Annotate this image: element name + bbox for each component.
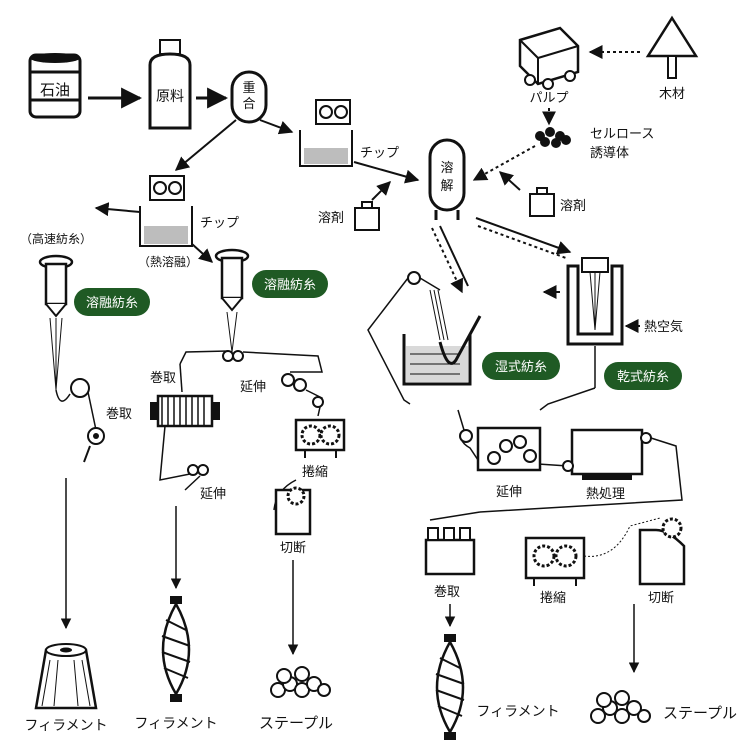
chip-to-dissolver-arrow bbox=[353, 161, 420, 184]
polymerization-label-char1: 重 bbox=[242, 80, 255, 96]
chip-left-label: チップ bbox=[200, 216, 239, 231]
dissolve-to-wet-arrow-1 bbox=[431, 227, 463, 294]
filament-3-label: フィラメント bbox=[476, 704, 559, 720]
spindle-yarn-icon bbox=[161, 596, 191, 702]
high-speed-spinning-label: （高速紡糸） bbox=[20, 231, 92, 246]
melt-spinning-pill-1 bbox=[74, 288, 150, 316]
tree-icon bbox=[645, 15, 699, 79]
heat-treatment-label: 熱処理 bbox=[586, 487, 625, 502]
solvent-1-label: 溶剤 bbox=[318, 210, 344, 226]
heat-treatment-unit-icon bbox=[479, 428, 683, 513]
dry-spinning-cell-icon bbox=[566, 257, 624, 388]
solvent-2-arrow bbox=[498, 171, 521, 191]
godet-rollers bbox=[55, 378, 97, 431]
post-line-thread bbox=[457, 409, 569, 467]
dry-spinning-label: 乾式紡糸 bbox=[617, 370, 669, 385]
take-up-drum-icon bbox=[150, 394, 220, 428]
wet-spinning-pill bbox=[482, 352, 560, 380]
winding-3-label: 巻取 bbox=[434, 585, 460, 600]
melt-spinning-label-1: 溶融紡糸 bbox=[86, 296, 138, 311]
cellulose-label-line2: 誘導体 bbox=[590, 146, 629, 161]
spinneret-icon bbox=[38, 254, 74, 391]
cone-yarn-icon bbox=[34, 643, 98, 710]
staple-1-label: ステープル bbox=[259, 714, 333, 732]
winding-1-label: 巻取 bbox=[106, 407, 132, 422]
cellulose-pile-icon bbox=[535, 127, 571, 148]
cellulose-label-line1: セルロース bbox=[590, 127, 654, 142]
chip-hopper-left-icon bbox=[139, 175, 193, 247]
crimping-1-label: 捲縮 bbox=[302, 464, 328, 480]
chip-to-highspeed-arrow bbox=[94, 202, 141, 217]
polymer-to-chip-left-arrow bbox=[174, 119, 237, 171]
drawing-3-label: 延伸 bbox=[496, 485, 522, 500]
dissolve-to-dry-arrow-1 bbox=[475, 217, 572, 255]
staple-fiber-icon-2 bbox=[590, 690, 651, 724]
solvent-2-label: 溶剤 bbox=[560, 198, 586, 214]
drawing-unit-icon bbox=[476, 426, 542, 472]
drawing-2-label: 延伸 bbox=[200, 487, 226, 502]
solvent-weight-icon bbox=[354, 201, 380, 231]
oil-label: 石油 bbox=[40, 81, 70, 99]
spinneret-icon-2 bbox=[214, 248, 250, 353]
chip-hopper-icon bbox=[299, 99, 353, 167]
polymerization-label-char2: 合 bbox=[242, 97, 255, 112]
polymerization-vessel-icon bbox=[230, 70, 268, 124]
wet-spinning-label: 湿式紡糸 bbox=[495, 360, 547, 375]
melt-spinning-pill-2 bbox=[252, 270, 328, 298]
dissolver-tank-icon bbox=[428, 138, 466, 220]
dry-thread bbox=[539, 387, 596, 411]
wet-bath-icon bbox=[367, 271, 482, 405]
dissolve-to-dry-arrow-2 bbox=[477, 225, 567, 259]
crimping-2-label: 捲縮 bbox=[540, 590, 566, 606]
dissolve-label-char2: 解 bbox=[440, 179, 453, 194]
cutter-icon bbox=[273, 479, 312, 536]
raw-material-tank-icon bbox=[148, 39, 192, 130]
hot-melt-label: （熱溶融） bbox=[138, 254, 198, 269]
filament-1-label: フィラメント bbox=[24, 718, 107, 734]
dissolve-label-char1: 溶 bbox=[440, 161, 453, 176]
pulp-label: パルプ bbox=[529, 91, 568, 106]
spindle-yarn-icon-2 bbox=[435, 634, 465, 740]
cutter-icon-2 bbox=[638, 517, 686, 586]
dry-spinning-pill bbox=[604, 362, 682, 390]
chip-right-label: チップ bbox=[360, 146, 399, 161]
cutting-2-label: 切断 bbox=[648, 591, 674, 606]
take-up-bobbin-icon bbox=[83, 427, 105, 463]
crimper-icon-2 bbox=[524, 517, 661, 586]
melt-thread-path bbox=[179, 350, 324, 417]
oil-barrel-icon bbox=[28, 53, 82, 119]
solvent-weight-icon-right bbox=[529, 187, 555, 217]
hot-air-label: 熱空気 bbox=[644, 319, 683, 335]
cutting-1-label: 切断 bbox=[280, 541, 306, 556]
pulp-cart-icon bbox=[518, 26, 580, 90]
chip-to-melt-arrow bbox=[191, 243, 214, 263]
raw-material-label: 原料 bbox=[156, 89, 184, 105]
melt-spinning-label-2: 溶融紡糸 bbox=[264, 278, 316, 293]
staple-fiber-icon bbox=[270, 666, 331, 698]
wood-label: 木材 bbox=[659, 87, 685, 102]
take-up-winder-icon bbox=[424, 511, 481, 576]
filament-2-label: フィラメント bbox=[134, 716, 217, 732]
dissolve-to-wet-arrow-2 bbox=[439, 225, 469, 287]
polymer-to-chip-right-arrow bbox=[259, 119, 294, 135]
crimper-icon bbox=[294, 418, 346, 458]
draw-path-left bbox=[159, 425, 209, 491]
winding-2-label: 巻取 bbox=[150, 371, 176, 386]
drawing-1-label: 延伸 bbox=[240, 380, 266, 395]
staple-2-label: ステープル bbox=[663, 704, 737, 722]
solvent-1-arrow bbox=[371, 181, 391, 201]
